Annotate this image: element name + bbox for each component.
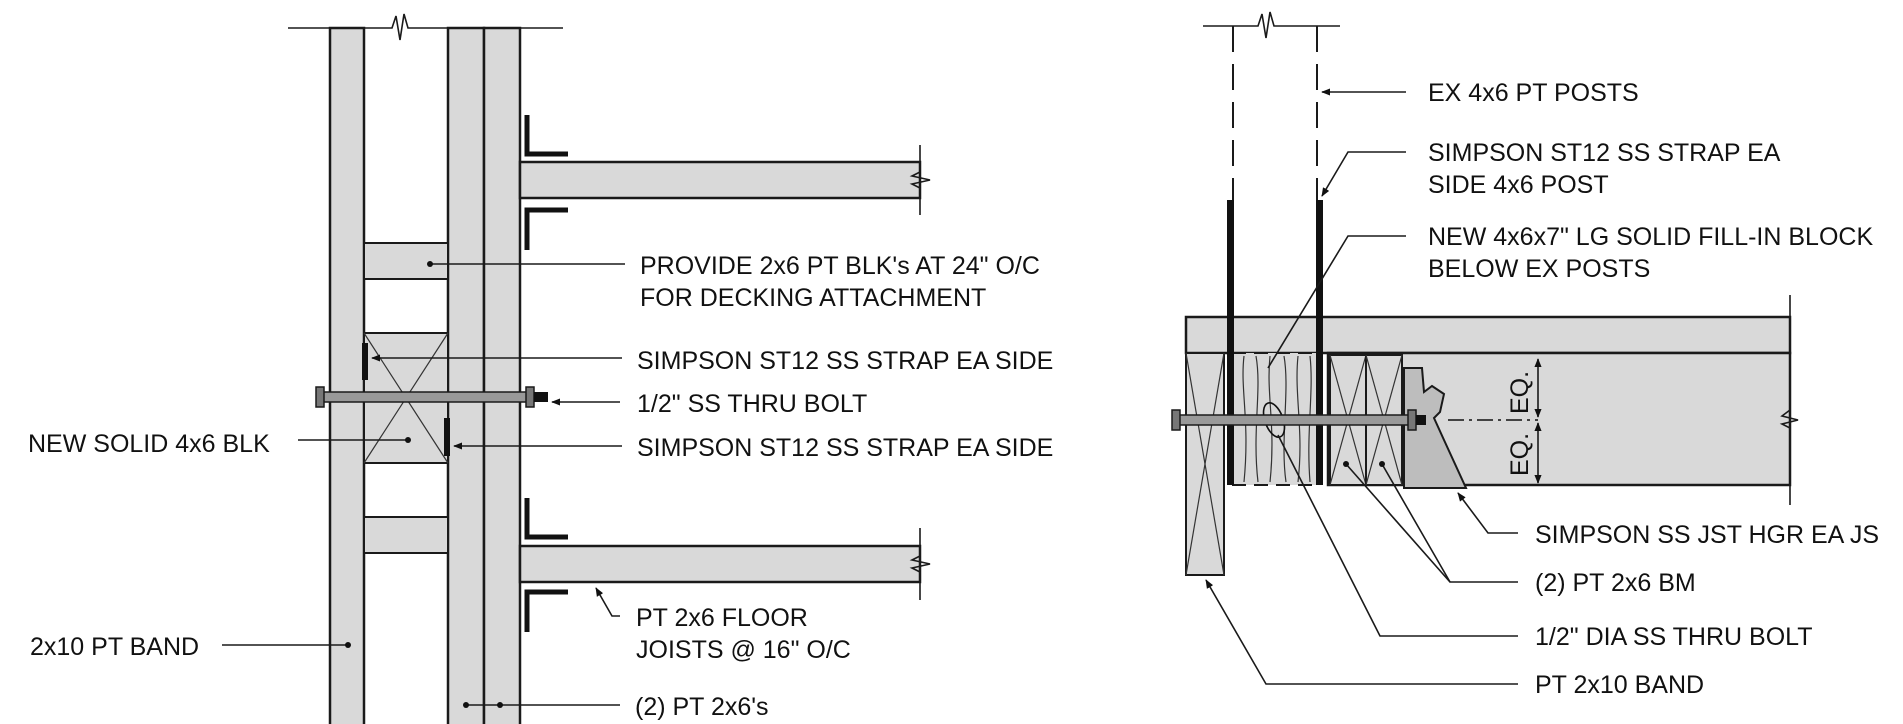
label-strap-upper: SIMPSON ST12 SS STRAP EA SIDE [637, 347, 1053, 375]
label-solid-block: NEW SOLID 4x6 BLK [28, 430, 270, 458]
label-strap-2: SIDE 4x6 POST [1428, 171, 1609, 199]
label-fill-block-1: NEW 4x6x7" LG SOLID FILL-IN BLOCK [1428, 223, 1873, 251]
double-2x6-b [482, 26, 522, 724]
label-strap-lower: SIMPSON ST12 SS STRAP EA SIDE [637, 434, 1053, 462]
angle-clip-1 [524, 115, 568, 157]
break-line-top-right [1203, 11, 1340, 39]
label-beam: (2) PT 2x6 BM [1535, 569, 1696, 597]
band-2x10 [328, 26, 366, 724]
double-2x6-a [446, 26, 486, 724]
left-detail: PROVIDE 2x6 PT BLK's AT 24" O/C FOR DECK… [28, 13, 1053, 724]
blocking-lower [363, 516, 449, 554]
label-blocking-1: PROVIDE 2x6 PT BLK's AT 24" O/C [640, 252, 1040, 280]
label-joists-2: JOISTS @ 16" O/C [636, 636, 851, 664]
label-thru-bolt: 1/2" SS THRU BOLT [637, 390, 867, 418]
strap-upper [362, 343, 368, 380]
angle-clip-4 [524, 589, 568, 632]
leader-beam-2 [1345, 463, 1451, 583]
leader-hanger [1457, 492, 1518, 534]
strap-lower [444, 418, 450, 456]
leader-strap [1321, 151, 1406, 197]
label-band-right: PT 2x10 BAND [1535, 671, 1704, 699]
label-strap-1: SIMPSON ST12 SS STRAP EA [1428, 139, 1781, 167]
label-posts: EX 4x6 PT POSTS [1428, 79, 1639, 107]
thru-bolt-right [1171, 409, 1426, 431]
strap-right-a [1227, 200, 1234, 485]
label-band: 2x10 PT BAND [30, 633, 199, 661]
right-detail: EQ. EQ. EX 4x6 PT POSTS SIMPSON ST12 SS … [1171, 11, 1879, 699]
angle-clip-2 [524, 207, 568, 250]
break-line-top-left [288, 13, 563, 41]
label-thru-bolt-right: 1/2" DIA SS THRU BOLT [1535, 623, 1812, 651]
joist-lower [518, 528, 931, 600]
label-joists-1: PT 2x6 FLOOR [636, 604, 808, 632]
label-eq-lower: EQ. [1506, 433, 1534, 476]
leader-thru-bolt-right [1277, 434, 1518, 637]
label-fill-block-2: BELOW EX POSTS [1428, 255, 1650, 283]
angle-clip-3 [524, 498, 568, 540]
strap-right-b [1316, 200, 1323, 485]
leader-fill-block [1267, 235, 1406, 369]
blocking-upper [363, 242, 449, 280]
label-eq-upper: EQ. [1506, 371, 1534, 414]
band-2x10-right [1185, 352, 1225, 576]
joist-upper [518, 145, 931, 215]
leader-band-right [1205, 579, 1518, 685]
label-blocking-2: FOR DECKING ATTACHMENT [640, 284, 986, 312]
thru-bolt-left [315, 386, 548, 408]
label-double-2x6: (2) PT 2x6's [635, 693, 769, 721]
label-hanger: SIMPSON SS JST HGR EA JS [1535, 521, 1879, 549]
joist-hanger [1403, 367, 1468, 489]
leader-joists [595, 587, 620, 617]
